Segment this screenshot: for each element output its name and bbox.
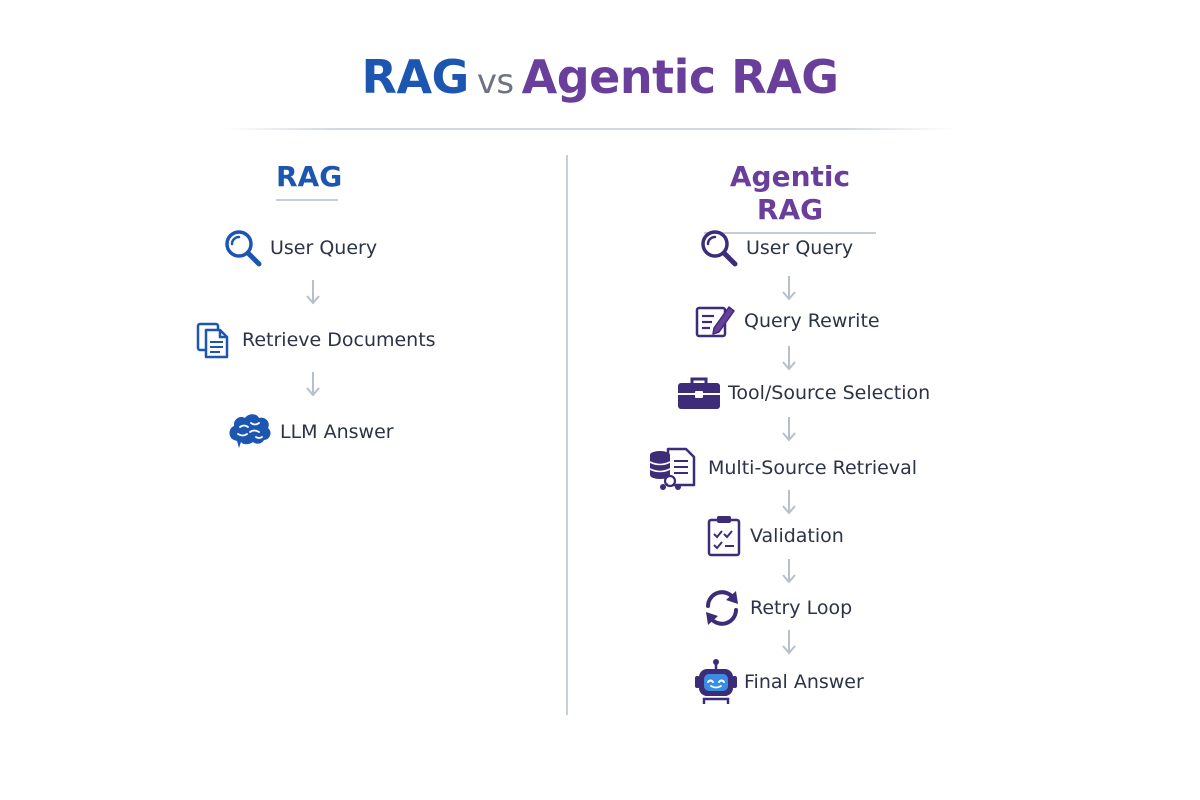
step-label: LLM Answer [280,421,394,443]
title-agentic-rag: Agentic RAG [521,50,839,104]
step-label: User Query [270,237,378,259]
flow-arrow [782,346,796,371]
toolbox-icon [676,373,722,413]
step-label: Tool/Source Selection [728,382,931,404]
edit-document-icon [694,301,738,341]
step-label: Final Answer [744,671,864,693]
brain-icon [226,410,274,454]
rag-step-user-query: User Query [222,226,377,270]
agentic-step-user-query: User Query [698,226,853,270]
search-icon [698,227,740,269]
rag-step-llm-answer: LLM Answer [226,410,394,454]
agentic-step-final-answer: Final Answer [694,658,864,706]
flow-arrow [782,417,796,442]
search-icon [222,227,264,269]
agentic-step-retry-loop: Retry Loop [700,586,852,630]
agentic-step-multi-source-retrieval: Multi-Source Retrieval [648,446,917,490]
agentic-step-validation: Validation [704,514,844,558]
step-label: Query Rewrite [744,310,880,332]
title-underline [222,128,956,130]
refresh-icon [700,586,744,630]
rag-heading: RAG [276,160,342,201]
flow-arrow [782,559,796,584]
flow-arrow [306,372,320,397]
database-document-icon [648,445,702,491]
agentic-rag-heading: Agentic RAG [704,160,876,234]
flow-arrow [306,280,320,305]
column-divider [566,155,568,715]
flow-arrow [782,630,796,655]
documents-icon [194,319,236,361]
agentic-step-tool-source-selection: Tool/Source Selection [676,371,930,415]
title-rag: RAG [361,50,470,104]
agentic-step-query-rewrite: Query Rewrite [694,299,880,343]
step-label: Retrieve Documents [242,329,436,351]
step-label: Retry Loop [750,597,853,619]
flow-arrow [782,276,796,301]
rag-step-retrieve-documents: Retrieve Documents [194,318,436,362]
step-label: Validation [750,525,844,547]
step-label: Multi-Source Retrieval [708,457,918,479]
title-vs: vs [476,62,514,102]
checklist-icon [704,514,744,558]
robot-icon [694,658,738,706]
step-label: User Query [746,237,854,259]
flow-arrow [782,490,796,515]
